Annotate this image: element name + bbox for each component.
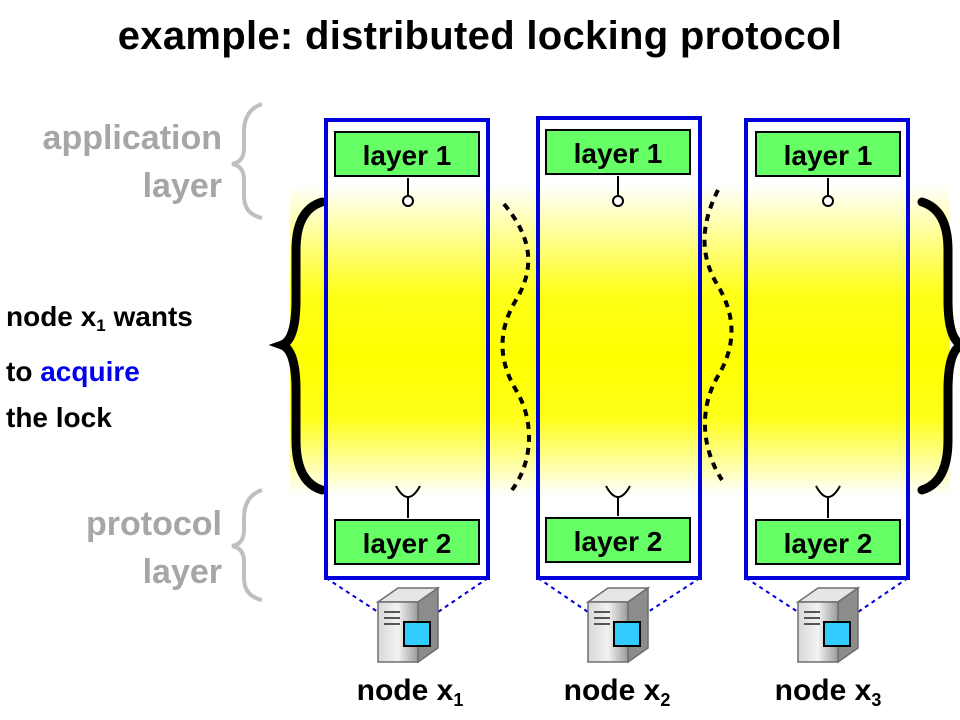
scenario-note: node x1 wants to acquire the lock	[6, 294, 266, 441]
node-label-3: node x3	[738, 674, 918, 711]
server-icon	[375, 586, 441, 664]
layer-2-label: layer 2	[574, 526, 663, 557]
protocol-layer-label: protocol layer	[10, 500, 222, 596]
protocol-label-line1: protocol	[86, 505, 222, 543]
application-label-line2: layer	[142, 167, 222, 205]
note-line1-sub: 1	[96, 316, 106, 335]
provided-interface-icon	[612, 195, 624, 207]
shared-band	[290, 185, 950, 495]
required-interface-icon	[395, 485, 421, 498]
note-line-1: node x1 wants	[6, 294, 266, 349]
provided-interface-icon	[822, 195, 834, 207]
node-label-1: node x1	[320, 674, 500, 711]
layer-1-label: layer 1	[574, 138, 663, 169]
zoom-line-right	[857, 577, 909, 613]
zoom-line-right	[437, 577, 489, 613]
node-frame	[744, 118, 910, 580]
application-layer-label: application layer	[10, 114, 222, 210]
layer-1-box	[334, 131, 480, 177]
note-line2-prefix: to	[6, 356, 41, 387]
zoom-line-left	[325, 577, 379, 613]
node-column-2: layer 1 layer 2	[536, 116, 702, 664]
layer-1-box	[755, 131, 901, 177]
protocol-brace	[231, 488, 263, 602]
provided-interface-icon	[402, 195, 414, 207]
node-column-1: layer 1 layer 2	[324, 118, 490, 664]
band-right-brace	[917, 197, 960, 495]
layer-2-box	[545, 517, 691, 563]
channel-separator-1	[500, 202, 532, 492]
zoom-line-left	[537, 577, 589, 613]
required-interface-icon	[815, 485, 841, 498]
layer-1-label: layer 1	[363, 140, 452, 171]
channel-separator-2	[702, 189, 734, 482]
required-interface-icon	[605, 485, 631, 498]
layer-2-box	[334, 519, 480, 565]
node-column-3: layer 1 layer 2	[744, 118, 910, 664]
application-brace	[231, 102, 263, 220]
server-icon	[795, 586, 861, 664]
node-frame	[536, 116, 702, 580]
application-label-line1: application	[42, 119, 222, 157]
note-line-2: to acquire	[6, 349, 266, 395]
node-label-text: node x	[563, 674, 661, 707]
server-icon	[585, 586, 651, 664]
node-frame	[324, 118, 490, 580]
protocol-label-line2: layer	[142, 553, 222, 591]
layer-2-label: layer 2	[363, 528, 452, 559]
node-label-2: node x2	[527, 674, 707, 711]
zoom-line-right	[647, 577, 701, 613]
page-title: example: distributed locking protocol	[117, 14, 843, 58]
node-label-sub: 3	[871, 690, 882, 710]
node-label-sub: 2	[660, 690, 671, 710]
node-label-sub: 1	[453, 690, 464, 710]
layer-1-label: layer 1	[784, 140, 873, 171]
layer-2-box	[755, 519, 901, 565]
layer-2-label: layer 2	[784, 528, 873, 559]
node-label-text: node x	[356, 674, 454, 707]
layer-1-box	[545, 129, 691, 175]
node-label-text: node x	[774, 674, 872, 707]
note-line1-prefix: node x	[6, 301, 97, 332]
zoom-line-left	[745, 577, 799, 613]
note-line-3: the lock	[6, 402, 112, 433]
band-left-brace	[268, 197, 327, 495]
note-highlight-acquire: acquire	[40, 356, 140, 387]
note-line1-suffix: wants	[105, 301, 193, 332]
